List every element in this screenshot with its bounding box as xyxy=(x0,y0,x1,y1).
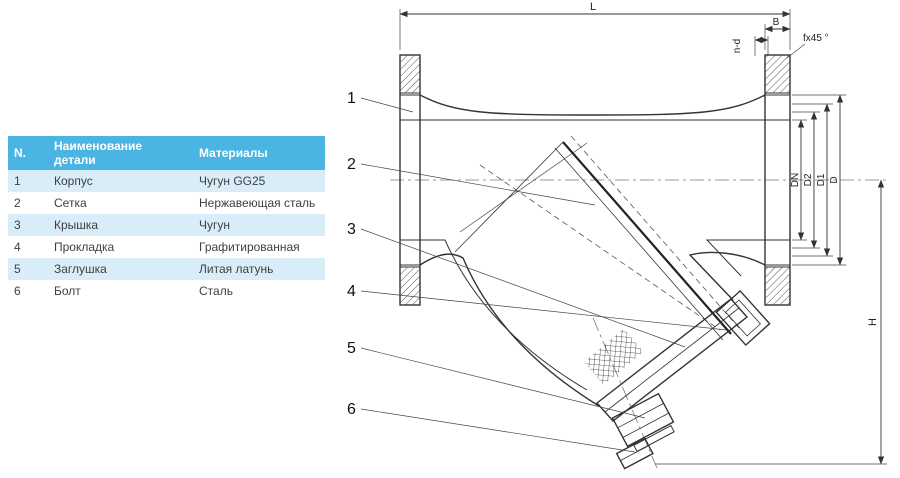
header-material: Материалы xyxy=(193,136,325,170)
callout-4: 4 xyxy=(347,283,356,300)
dim-flange-thickness: B xyxy=(764,17,791,50)
left-flange xyxy=(399,54,421,306)
valve-section-drawing: L B fx45 ° n-d xyxy=(347,1,887,470)
mesh-patch xyxy=(584,328,644,385)
cell-material: Нержавеющая сталь xyxy=(199,196,316,210)
table-row: 3 Крышка Чугун xyxy=(8,214,325,236)
callout-6: 6 xyxy=(347,401,356,418)
dim-height: H xyxy=(655,179,887,465)
cell-num: 3 xyxy=(14,218,21,232)
dim-label-DN: DN xyxy=(790,173,801,187)
parts-table: N. Наименование детали Материалы 1 Корпу… xyxy=(8,136,325,302)
dim-label-D2: D2 xyxy=(803,173,814,186)
dim-label-D1: D1 xyxy=(816,173,827,186)
cell-material: Литая латунь xyxy=(199,262,274,276)
cell-material: Графитированная xyxy=(199,240,300,254)
cell-material: Чугун xyxy=(199,218,231,232)
table-row: 5 Заглушка Литая латунь xyxy=(8,258,325,280)
dim-label-nd: n-d xyxy=(732,39,743,53)
cell-part: Корпус xyxy=(54,174,93,188)
cell-part: Заглушка xyxy=(54,262,107,276)
callout-3: 3 xyxy=(347,221,356,238)
cell-material: Сталь xyxy=(199,284,233,298)
right-flange xyxy=(764,54,791,306)
dim-diameters: DN D2 D1 D xyxy=(790,94,846,266)
callouts: 1 2 3 4 5 6 xyxy=(347,90,728,453)
callout-2: 2 xyxy=(347,156,356,173)
dim-label-D: D xyxy=(829,176,840,183)
dim-label-H: H xyxy=(867,318,879,326)
cell-material: Чугун GG25 xyxy=(199,174,266,188)
cell-num: 2 xyxy=(14,196,21,210)
valve-body xyxy=(419,94,766,407)
strainer-screen xyxy=(454,135,740,385)
callout-1: 1 xyxy=(347,90,356,107)
centerlines xyxy=(390,164,887,469)
cell-num: 1 xyxy=(14,174,21,188)
callout-5: 5 xyxy=(347,340,356,357)
dim-chamfer: fx45 ° xyxy=(786,33,829,59)
table-header-row: N. Наименование детали Материалы xyxy=(8,136,325,170)
cell-part: Болт xyxy=(54,284,81,298)
cell-num: 5 xyxy=(14,262,21,276)
cell-num: 4 xyxy=(14,240,21,254)
dim-bolt-holes: n-d xyxy=(732,36,769,56)
cell-num: 6 xyxy=(14,284,21,298)
cell-part: Прокладка xyxy=(54,240,115,254)
dim-label-chamfer: fx45 ° xyxy=(803,33,829,44)
header-part: Наименование детали xyxy=(48,136,193,170)
table-row: 4 Прокладка Графитированная xyxy=(8,236,325,258)
dim-label-B: B xyxy=(773,17,780,28)
cell-part: Сетка xyxy=(54,196,87,210)
cover-plate xyxy=(595,298,749,422)
table-row: 6 Болт Сталь xyxy=(8,280,325,302)
table-row: 2 Сетка Нержавеющая сталь xyxy=(8,192,325,214)
drain-bolt xyxy=(615,437,654,470)
drain-plug xyxy=(611,392,675,453)
cell-part: Крышка xyxy=(54,218,99,232)
dim-label-L: L xyxy=(590,1,596,13)
side-hex-fitting xyxy=(715,289,771,347)
table-row: 1 Корпус Чугун GG25 xyxy=(8,170,325,192)
header-num: N. xyxy=(8,136,48,170)
